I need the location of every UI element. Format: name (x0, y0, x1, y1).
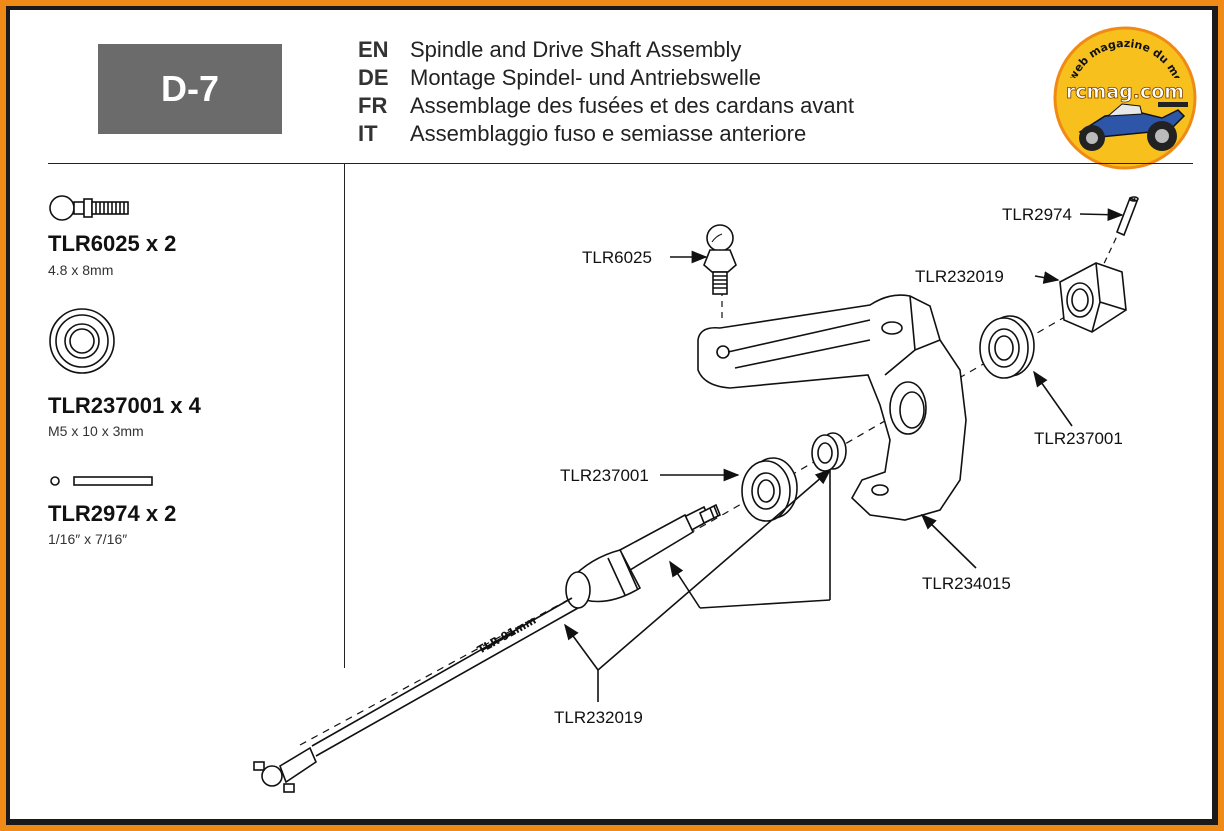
parts-column-divider (344, 163, 345, 668)
part-size-bearing: M5 x 10 x 3mm (48, 423, 144, 439)
rcmag-logo: Le web magazine du modelisme rcmag.com (1044, 10, 1200, 170)
part-size-pin: 1/16″ x 7/16″ (48, 531, 128, 547)
arrow-bracket-top (699, 599, 831, 609)
step-number-box: D-7 (98, 44, 282, 134)
ball-stud-part (703, 224, 737, 295)
arrow-pin (1079, 208, 1124, 222)
bearing-right-part (979, 315, 1035, 379)
callout-pin: TLR2974 (1002, 205, 1072, 224)
drive-cup-icon (253, 746, 317, 793)
hex-hub-part (1059, 262, 1127, 333)
header-divider (48, 163, 1193, 164)
callout-bearing-right: TLR237001 (1034, 429, 1123, 448)
bushing-part (811, 432, 847, 472)
logo-badge-icon: Le web magazine du modelisme rcmag.com (1044, 10, 1197, 170)
callout-hex-hub: TLR232019 (915, 267, 1004, 286)
part-code-pin: TLR2974 x 2 (48, 501, 177, 526)
part-code-bearing: TLR237001 x 4 (48, 393, 201, 418)
spindle-part (697, 294, 967, 521)
logo-brand: rcmag.com (1066, 81, 1184, 103)
arrow-spindle (920, 513, 977, 569)
arrow-drive-shaft-yoke (669, 560, 701, 609)
buggy-icon (1078, 102, 1188, 151)
callout-bearing-left: TLR237001 (560, 466, 649, 485)
bearing-left-part (741, 457, 798, 522)
drive-shaft-part (253, 503, 722, 793)
pin-icon (50, 476, 153, 486)
bearing-icon (49, 308, 115, 374)
exploded-diagram: TLR 91mm (49, 195, 1139, 793)
callout-ball-stud: TLR6025 (582, 248, 652, 267)
part-size-ball-stud: 4.8 x 8mm (48, 262, 114, 278)
arrow-hex-hub (1034, 271, 1060, 284)
roll-pin-part (1115, 196, 1139, 237)
arrow-bearing-right (1033, 370, 1073, 427)
ball-stud-icon (49, 195, 129, 221)
part-code-ball-stud: TLR6025 x 2 (48, 231, 177, 256)
callout-drive-shaft: TLR232019 (554, 708, 643, 727)
callout-spindle: TLR234015 (922, 574, 1011, 593)
arrow-drive-shaft-body (564, 623, 599, 671)
